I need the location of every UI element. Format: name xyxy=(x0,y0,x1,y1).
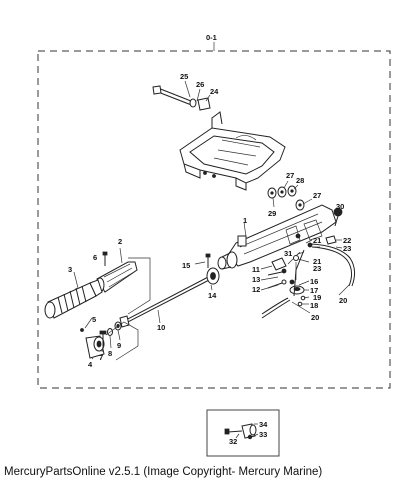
callout-25: 25 xyxy=(180,72,188,81)
throttle-linkage xyxy=(267,251,306,307)
knob-4 xyxy=(85,335,105,359)
callout-20: 20 xyxy=(339,296,347,305)
callout-29: 29 xyxy=(268,209,276,218)
throttle-cable-20 xyxy=(261,242,356,319)
callout-23: 23 xyxy=(343,244,351,253)
callout-6: 6 xyxy=(93,253,97,262)
callout-8: 8 xyxy=(108,349,112,358)
callout-21: 21 xyxy=(313,257,321,266)
washer-26 xyxy=(189,98,197,108)
callout-34: 34 xyxy=(259,420,268,429)
callout-12: 12 xyxy=(252,285,260,294)
callout-5: 5 xyxy=(92,315,96,324)
callout-32: 32 xyxy=(229,437,237,446)
callout-28: 28 xyxy=(296,176,304,185)
callout-21: 21 xyxy=(313,236,321,245)
callout-7: 7 xyxy=(99,353,103,362)
callout-20: 20 xyxy=(311,313,319,322)
assembly-label: 0-1 xyxy=(206,33,217,42)
bolt-25 xyxy=(152,85,197,107)
callout-1: 1 xyxy=(243,216,247,225)
callout-27: 27 xyxy=(286,171,294,180)
kit-box xyxy=(206,409,280,457)
image-caption: MercuryPartsOnline v2.5.1 (Image Copyrig… xyxy=(4,466,323,478)
callout-22: 22 xyxy=(343,236,351,245)
callout-4: 4 xyxy=(88,360,93,369)
callout-14: 14 xyxy=(208,291,217,300)
callout-23: 23 xyxy=(313,264,321,273)
callout-3: 3 xyxy=(68,265,72,274)
callout-19: 19 xyxy=(313,293,321,302)
bolt-30 xyxy=(333,207,343,227)
callout-18: 18 xyxy=(310,301,318,310)
callout-10: 10 xyxy=(157,323,165,332)
throttle-shaft-10 xyxy=(119,274,214,328)
callout-13: 13 xyxy=(252,275,260,284)
callout-16: 16 xyxy=(310,277,318,286)
bushing-14 xyxy=(206,267,220,285)
washer-stack xyxy=(267,185,305,211)
throttle-grip-2 xyxy=(95,261,138,293)
screw-6 xyxy=(102,251,108,266)
callout-33: 33 xyxy=(259,430,267,439)
part-22 xyxy=(325,235,337,245)
callout-30: 30 xyxy=(336,202,344,211)
callout-2: 2 xyxy=(118,237,122,246)
spacer-24 xyxy=(197,97,211,111)
callout-31: 31 xyxy=(284,249,292,258)
callout-26: 26 xyxy=(196,80,204,89)
callout-labels: 1 2 3 4 5 6 7 8 9 10 11 12 13 14 15 16 1… xyxy=(68,72,351,446)
callout-11: 11 xyxy=(252,265,260,274)
callout-27: 27 xyxy=(313,191,321,200)
pin-5 xyxy=(80,328,84,332)
callout-9: 9 xyxy=(117,341,121,350)
kit-parts xyxy=(224,423,257,440)
callout-15: 15 xyxy=(182,261,190,270)
assembly-boundary xyxy=(37,50,391,389)
callout-24: 24 xyxy=(210,87,219,96)
callout-17: 17 xyxy=(310,286,318,295)
screw-15 xyxy=(205,253,211,268)
tiller-bracket xyxy=(179,111,286,191)
handle-grip-3 xyxy=(44,279,103,319)
